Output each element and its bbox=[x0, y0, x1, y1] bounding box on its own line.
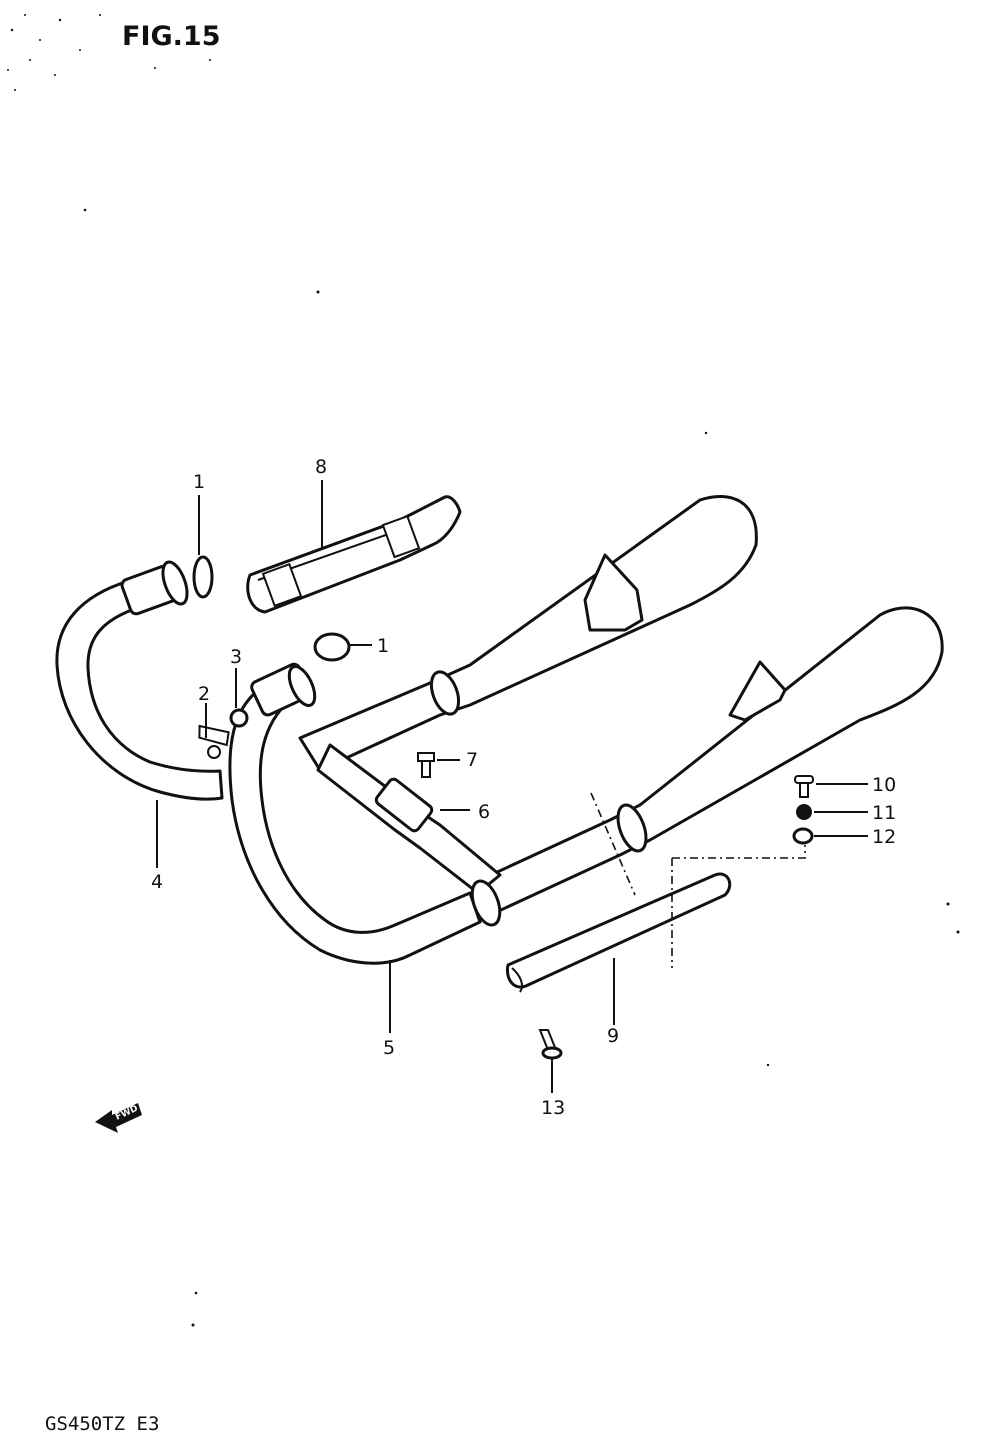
callout-9: 9 bbox=[607, 1025, 619, 1047]
rear-exhaust-pipe bbox=[228, 662, 502, 965]
upper-muffler bbox=[298, 495, 758, 772]
exhaust-gasket-top bbox=[192, 555, 214, 599]
exhaust-gasket-middle bbox=[313, 632, 351, 662]
callout-5: 5 bbox=[383, 1037, 395, 1059]
forward-arrow: FWD bbox=[95, 1103, 142, 1133]
callout-8: 8 bbox=[315, 456, 327, 478]
front-exhaust-pipe bbox=[55, 560, 224, 801]
figure-title: FIG.15 bbox=[122, 21, 220, 52]
callout-11: 11 bbox=[872, 802, 896, 824]
heat-shield-upper bbox=[246, 495, 462, 614]
assembly-lines bbox=[590, 792, 806, 968]
callout-4: 4 bbox=[151, 871, 163, 893]
heat-shield-lower bbox=[505, 872, 732, 993]
crossover-pipe bbox=[316, 743, 502, 895]
callout-1-middle: 1 bbox=[377, 635, 389, 657]
callout-10: 10 bbox=[872, 774, 896, 796]
callout-13: 13 bbox=[541, 1097, 565, 1119]
callout-1-top: 1 bbox=[193, 471, 205, 493]
scan-noise bbox=[7, 14, 960, 1327]
callout-2: 2 bbox=[198, 683, 210, 705]
forward-arrow-icon bbox=[95, 1103, 142, 1133]
callout-6: 6 bbox=[478, 801, 490, 823]
callout-7: 7 bbox=[466, 749, 478, 771]
lower-muffler bbox=[478, 606, 944, 917]
model-code: GS450TZ E3 bbox=[45, 1413, 159, 1435]
leader-lines bbox=[156, 480, 868, 1093]
callout-12: 12 bbox=[872, 826, 896, 848]
callout-3: 3 bbox=[230, 646, 242, 668]
hardware-parts bbox=[198, 708, 814, 1060]
